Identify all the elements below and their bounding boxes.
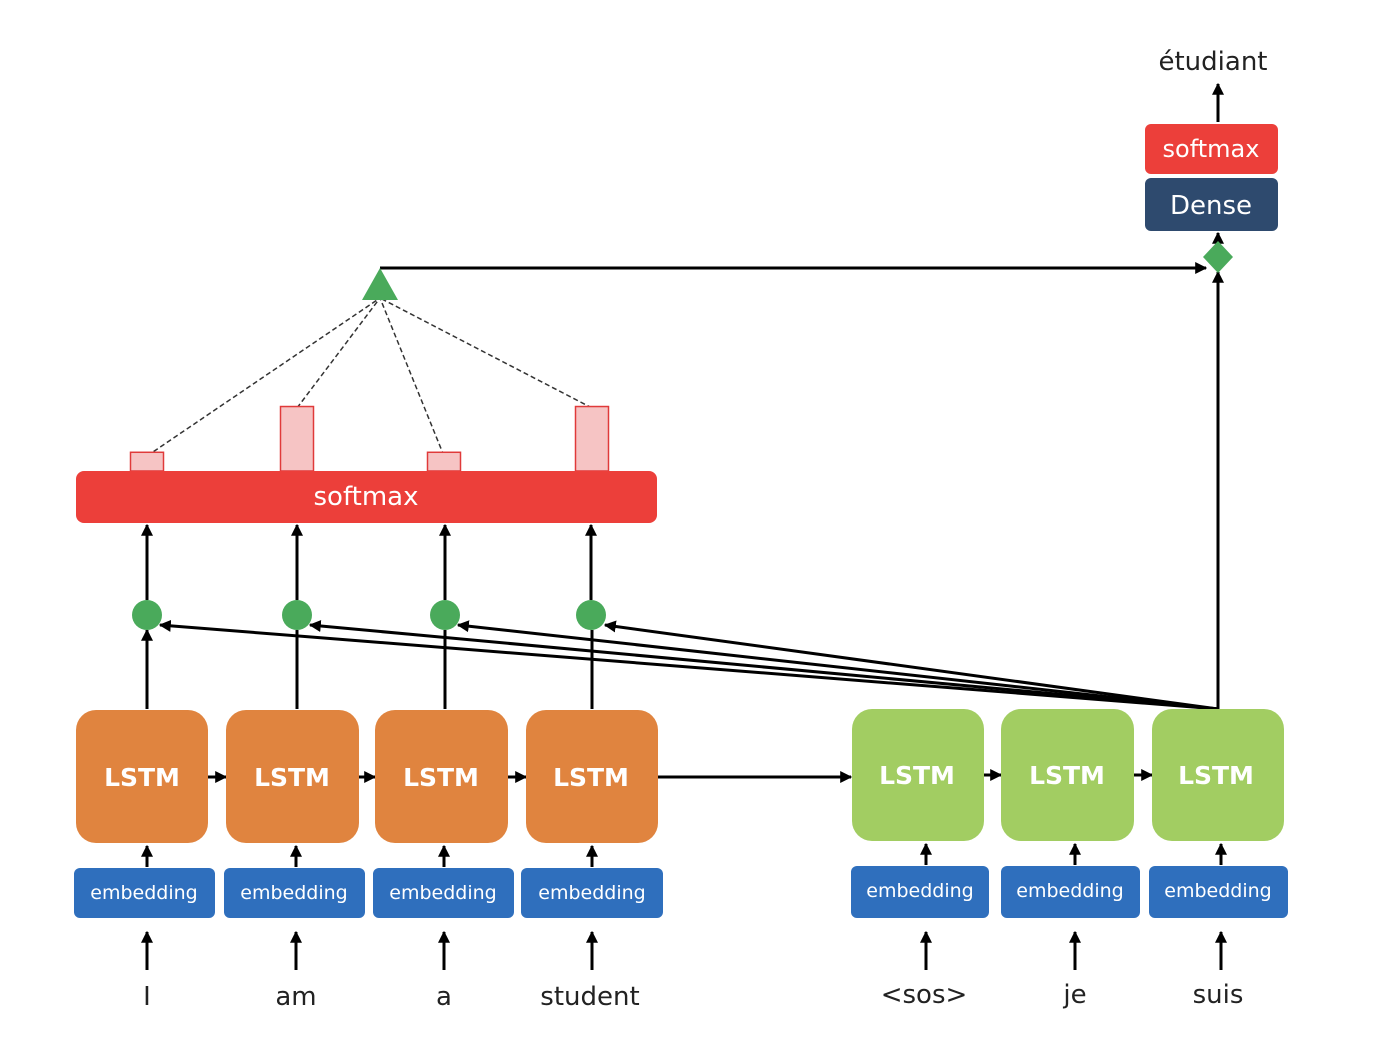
lstm-label: LSTM <box>403 763 479 792</box>
triangle-icon <box>362 268 398 300</box>
circle-icon <box>282 600 312 630</box>
lstm-label: LSTM <box>254 763 330 792</box>
output-softmax: softmax <box>1145 124 1278 174</box>
attention-weight-bar <box>129 451 165 472</box>
embedding-label: embedding <box>866 880 973 902</box>
decoder-lstm-1: LSTM <box>852 709 984 841</box>
lstm-label: LSTM <box>1029 761 1105 790</box>
lstm-label: LSTM <box>553 763 629 792</box>
encoder-embedding-1: embedding <box>74 868 215 918</box>
decoder-to-score-arrows <box>158 619 1219 711</box>
attention-softmax-box <box>76 471 657 523</box>
lstm-label: LSTM <box>879 761 955 790</box>
output-dense: Dense <box>1145 178 1278 231</box>
dense-label: Dense <box>1170 191 1252 221</box>
embedding-to-lstm-arrows <box>141 842 1227 867</box>
decoder-input-word-1: <sos> <box>881 980 968 1010</box>
lstm-label: LSTM <box>1178 761 1254 790</box>
decoder-input-word-2: je <box>1062 980 1086 1010</box>
decoder-lstm-3: LSTM <box>1152 709 1284 841</box>
embedding-label: embedding <box>1164 880 1271 902</box>
attention-score-nodes <box>132 600 606 630</box>
dense-box <box>1145 178 1278 231</box>
decoder-input-word-3: suis <box>1193 980 1244 1010</box>
embedding-label: embedding <box>389 882 496 904</box>
score-to-softmax-arrows <box>141 523 597 600</box>
encoder-lstm-3: LSTM <box>375 710 508 843</box>
attention-weight-lines <box>146 297 593 457</box>
output-word: étudiant <box>1158 47 1267 77</box>
decoder-lstm-2: LSTM <box>1001 709 1134 841</box>
decoder-embedding-3: embedding <box>1149 866 1288 918</box>
lstm-label: LSTM <box>104 763 180 792</box>
attention-softmax-label: softmax <box>314 482 419 512</box>
embedding-label: embedding <box>1016 880 1123 902</box>
output-softmax-box <box>1145 124 1278 174</box>
decoder-input-words: <sos> je suis <box>881 980 1244 1010</box>
input-word-2: am <box>275 982 316 1012</box>
circle-icon <box>132 600 162 630</box>
attention-weight-bars <box>129 405 610 472</box>
lstm-chain-arrows <box>208 769 1154 783</box>
encoder-lstm-4: LSTM <box>526 710 658 843</box>
encoder-input-words: I am a student <box>143 982 640 1012</box>
input-arrows <box>141 930 1227 970</box>
diamond-icon <box>1203 241 1233 273</box>
embedding-label: embedding <box>538 882 645 904</box>
embedding-label: embedding <box>90 882 197 904</box>
input-word-3: a <box>436 982 452 1012</box>
attention-weight-bar <box>279 405 315 472</box>
input-word-1: I <box>143 982 151 1012</box>
decoder-embedding-2: embedding <box>1001 866 1140 918</box>
output-softmax-label: softmax <box>1163 135 1260 163</box>
encoder-lstm-2: LSTM <box>226 710 359 843</box>
encoder-embedding-4: embedding <box>521 868 663 918</box>
attention-softmax: softmax <box>76 471 657 523</box>
input-word-4: student <box>540 982 639 1012</box>
encoder-to-score-lines <box>141 628 594 709</box>
encoder-embedding-2: embedding <box>224 868 365 918</box>
embedding-label: embedding <box>240 882 347 904</box>
attention-weight-bar <box>574 405 610 472</box>
circle-icon <box>576 600 606 630</box>
encoder-embedding-3: embedding <box>373 868 514 918</box>
circle-icon <box>430 600 460 630</box>
encoder-lstm-1: LSTM <box>76 710 208 843</box>
decoder-embedding-1: embedding <box>851 866 989 918</box>
attention-weight-bar <box>426 451 462 472</box>
